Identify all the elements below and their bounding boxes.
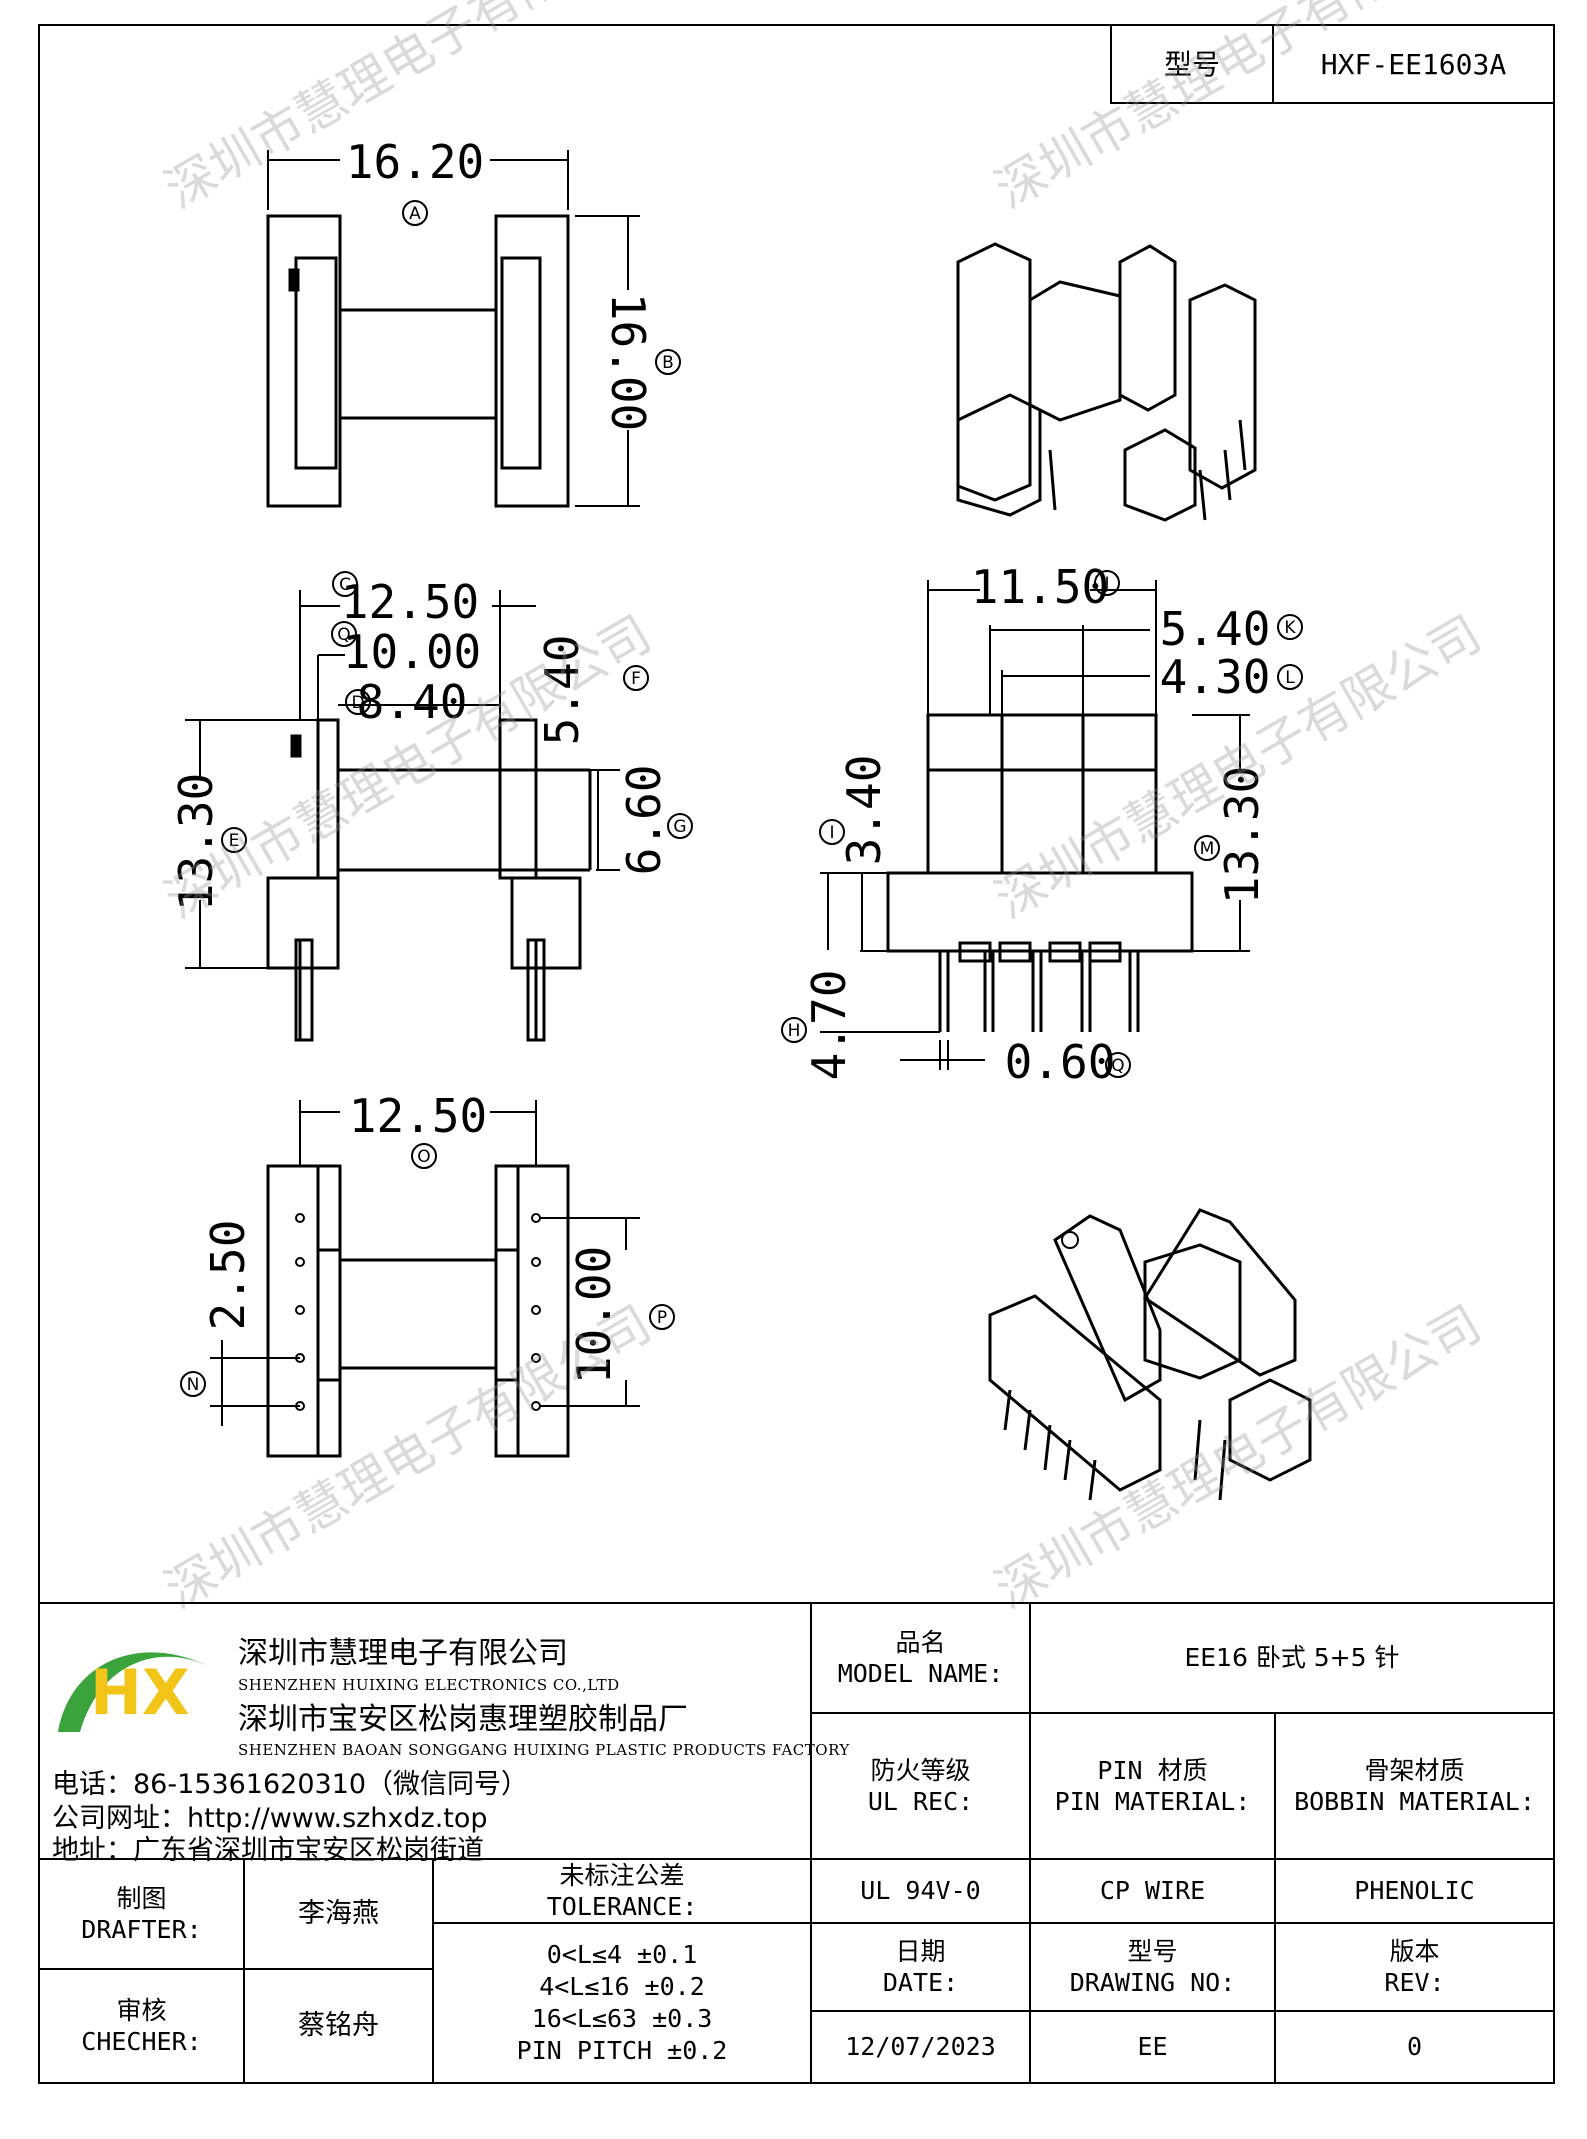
- top-view: [266, 150, 640, 508]
- svg-text:Q: Q: [1111, 1056, 1124, 1076]
- iso-view-1: [956, 242, 1257, 522]
- revision-value: 0: [1274, 2010, 1555, 2084]
- company-name-en: SHENZHEN HUIXING ELECTRONICS CO.,LTD: [238, 1676, 620, 1694]
- technical-drawing: 16.20 A 16.00 B: [169, 135, 1312, 1501]
- checker-value: 蔡铭舟: [243, 1968, 434, 2084]
- company-address: 地址：广东省深圳市宝安区松岗街道: [52, 1835, 484, 1866]
- bottom-view: [210, 1100, 640, 1458]
- factory-name-en: SHENZHEN BAOAN SONGGANG HUIXING PLASTIC …: [238, 1741, 850, 1759]
- pin-material-value: CP WIRE: [1029, 1858, 1276, 1924]
- dim-q: 10.00: [343, 625, 481, 679]
- svg-text:G: G: [673, 817, 686, 837]
- svg-text:K: K: [1284, 618, 1296, 638]
- dim-j: 11.50: [971, 560, 1109, 614]
- bobbin-material-value: PHENOLIC: [1274, 1858, 1555, 1924]
- dim-k: 5.40: [1160, 602, 1271, 656]
- dim-h: 4.70: [802, 970, 856, 1081]
- svg-text:HX: HX: [90, 1656, 190, 1729]
- dim-a: 16.20: [346, 135, 484, 189]
- tolerance-values: 0<L≤4 ±0.1 4<L≤16 ±0.2 16<L≤63 ±0.3 PIN …: [432, 1922, 812, 2084]
- dim-d: 8.40: [357, 675, 468, 729]
- svg-text:N: N: [187, 1375, 200, 1395]
- svg-text:P: P: [657, 1308, 667, 1328]
- dim-m: 13.30: [1215, 766, 1269, 904]
- dim-l: 4.30: [1160, 650, 1271, 704]
- svg-text:M: M: [1200, 839, 1215, 859]
- company-name-cn: 深圳市慧理电子有限公司: [238, 1636, 568, 1671]
- company-website: 公司网址：http://www.szhxdz.top: [52, 1803, 488, 1834]
- svg-text:E: E: [229, 831, 240, 851]
- model-name-value: EE16 卧式 5+5 针: [1029, 1602, 1555, 1714]
- dim-qp: 0.60: [1005, 1035, 1116, 1089]
- drafter-value: 李海燕: [243, 1858, 434, 1970]
- header-model-value: HXF-EE1603A: [1272, 24, 1555, 104]
- dim-f: 5.40: [535, 635, 589, 746]
- side-view: [820, 580, 1250, 1070]
- svg-text:C: C: [339, 575, 351, 595]
- company-logo: HX: [58, 1652, 210, 1732]
- date-value: 12/07/2023: [810, 2010, 1031, 2084]
- dim-g: 6.60: [617, 765, 671, 876]
- drawing-no-value: EE: [1029, 2010, 1276, 2084]
- iso-view-2: [988, 1208, 1312, 1501]
- fire-rating-value: UL 94V-0: [810, 1858, 1031, 1924]
- svg-text:O: O: [417, 1147, 430, 1167]
- company-phone: 电话：86-15361620310（微信同号）: [52, 1769, 529, 1800]
- dim-p: 10.00: [567, 1246, 621, 1384]
- dim-c: 12.50: [341, 575, 479, 629]
- svg-text:J: J: [1103, 574, 1109, 594]
- dim-e: 13.30: [169, 773, 223, 911]
- svg-text:F: F: [631, 669, 641, 689]
- dim-o: 12.50: [349, 1089, 487, 1143]
- svg-text:L: L: [1285, 668, 1295, 688]
- svg-text:H: H: [788, 1021, 801, 1041]
- factory-name-cn: 深圳市宝安区松岗惠理塑胶制品厂: [238, 1702, 688, 1737]
- dim-i: 3.40: [837, 755, 891, 866]
- dim-b: 16.00: [601, 293, 655, 431]
- svg-text:I: I: [829, 823, 834, 843]
- svg-text:D: D: [351, 693, 364, 713]
- dim-n: 2.50: [201, 1220, 255, 1331]
- svg-text:B: B: [662, 353, 674, 373]
- front-view: [185, 590, 620, 1042]
- svg-text:A: A: [409, 204, 421, 224]
- svg-text:Q: Q: [337, 625, 350, 645]
